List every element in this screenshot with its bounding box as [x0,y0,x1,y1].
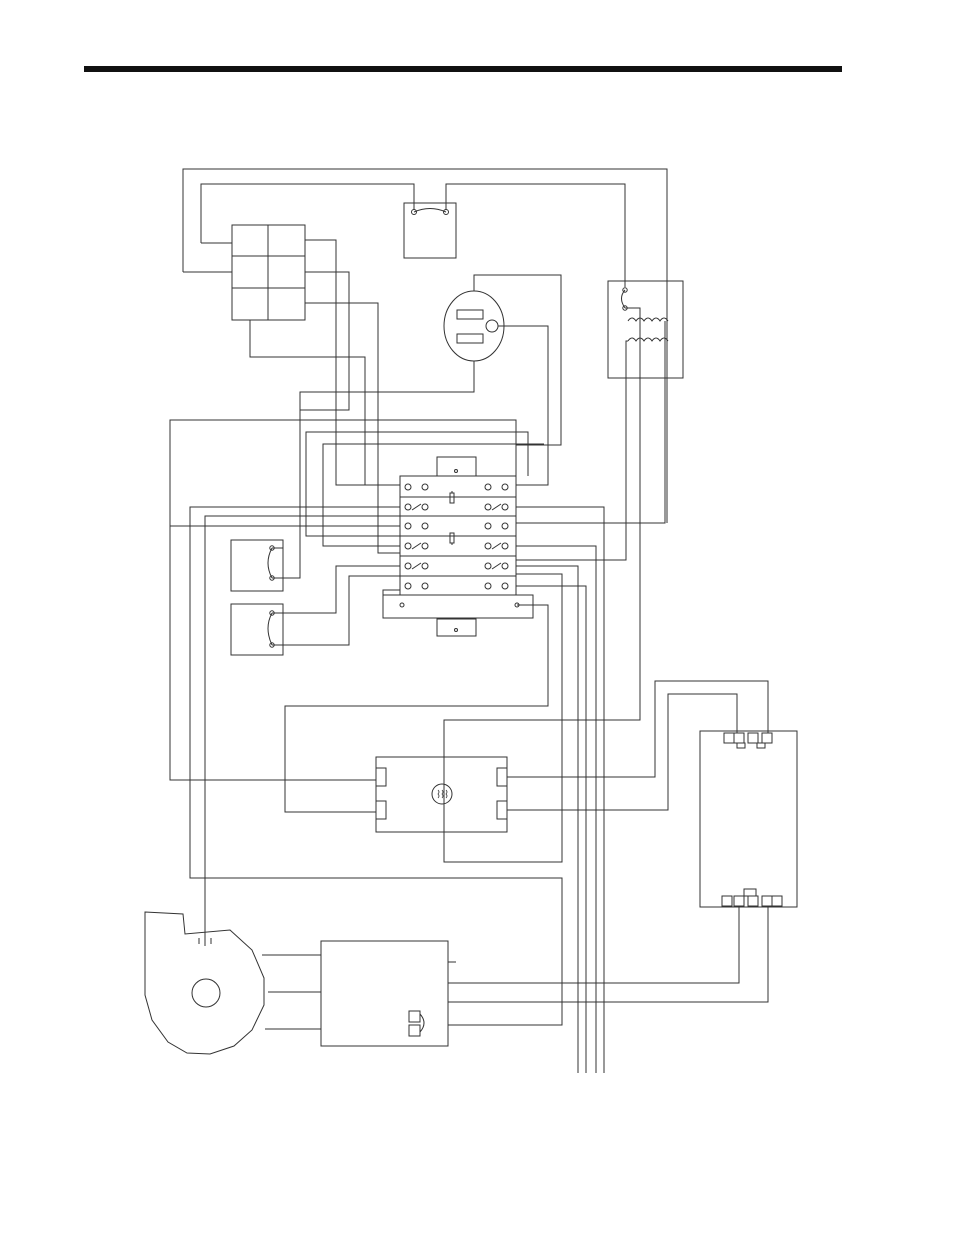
switch-upper-left [231,540,283,591]
switch-contact-icon [414,209,446,213]
motor-controller [376,681,768,832]
outlet-icon [444,291,504,361]
transformer-coil-secondary-icon [628,338,668,341]
relay-wiring [170,420,604,1073]
relay-board-bottom-tab [437,619,476,636]
switch-lower-left [231,604,283,655]
top-wire-loops [183,169,667,523]
motor-junction-box [321,941,456,1046]
relay-board [383,457,533,636]
ignition-module [448,731,797,1002]
transformer-coil-primary-icon [628,318,668,321]
terminal-block-left [232,225,400,578]
relay-board-top-tab [437,457,476,476]
receptacle [300,275,561,485]
relay-contacts [412,491,501,569]
blower [145,912,321,1054]
limit-switch-top [404,203,456,258]
transformer [444,281,683,862]
